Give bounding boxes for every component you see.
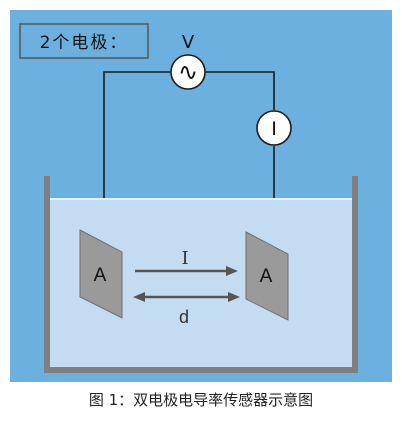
ac-symbol: ∿ [178, 58, 198, 86]
right-plate [245, 231, 289, 321]
figure-caption: 图 1：双电极电导率传感器示意图 [89, 391, 313, 409]
right-electrode: A [245, 231, 289, 321]
ammeter-icon [256, 110, 292, 146]
title-box: 2个电极： [19, 23, 149, 59]
voltage-source: ∿ V [170, 32, 206, 90]
distance-label: d [179, 307, 189, 327]
current-label: I [181, 248, 188, 269]
left-electrode-label: A [94, 265, 107, 286]
ammeter: I [256, 110, 292, 146]
tank-bottom [44, 367, 358, 373]
voltage-source-icon [170, 54, 206, 90]
left-wire [103, 71, 170, 200]
voltage-label: V [182, 32, 195, 53]
current-arrow: I [135, 248, 238, 276]
title-text: 2个电极： [40, 33, 129, 53]
left-plate [79, 229, 123, 319]
ammeter-symbol: I [271, 118, 277, 140]
distance-arrow: d [133, 292, 240, 327]
left-electrode: A [79, 229, 123, 319]
tank-right-wall [352, 176, 358, 367]
right-electrode-label: A [260, 266, 273, 287]
tank-left-wall [44, 176, 50, 367]
top-right-wire [206, 71, 275, 110]
